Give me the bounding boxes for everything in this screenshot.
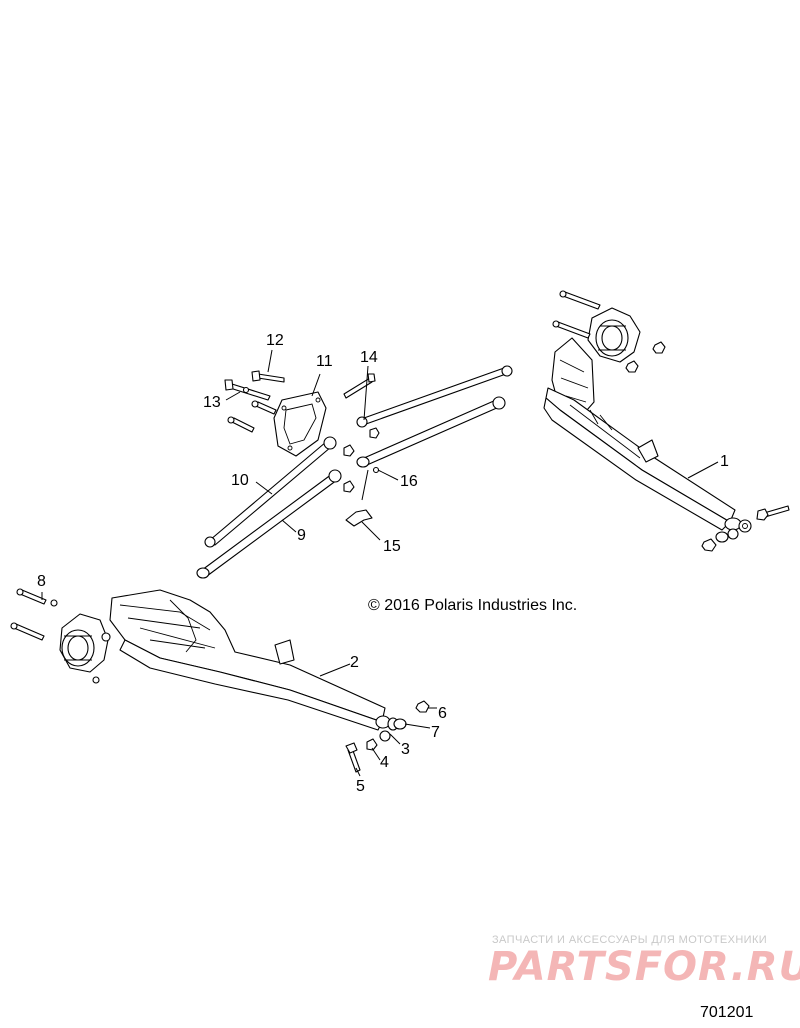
bolt-head [552,320,560,328]
bushing [379,730,391,742]
bolt [343,377,373,399]
nut [101,632,111,642]
watermark-tagline: ЗАПЧАСТИ И АКСЕССУАРЫ ДЛЯ МОТОТЕХНИКИ [492,934,768,946]
washer [393,718,407,730]
hardware-mid [224,370,380,527]
callout-8: 8 [37,573,46,590]
washer [372,466,380,474]
bolt [555,321,591,339]
nut [415,700,430,713]
bolt [257,373,285,383]
bolt [231,417,255,433]
nut [366,738,378,751]
bolt-head [756,508,769,521]
washer [242,386,250,394]
radius-rod-upper-left[interactable] [204,436,337,548]
radius-rod-upper-right[interactable] [356,365,513,428]
radius-rod-lower-right[interactable] [356,396,506,468]
nut [625,360,639,373]
nut [701,538,717,552]
bolt-head [224,379,234,391]
bolt-head [367,373,376,383]
bolt-head [559,290,567,298]
bearing-carrier-left[interactable] [59,613,109,673]
callout-5: 5 [356,778,365,795]
bolt-head [251,370,261,382]
bolt [562,291,601,310]
nut [343,480,355,493]
radius-rod-lower-left[interactable] [196,469,342,579]
callout-1: 1 [720,453,729,470]
mounting-plate[interactable] [273,391,327,457]
nut [369,427,380,439]
nut [92,676,100,684]
callout-9: 9 [297,527,306,544]
callout-11: 11 [316,353,333,370]
bolt [255,401,277,415]
bolt-head [227,416,235,424]
nut [343,444,355,457]
bolt [229,383,271,401]
bolt [13,623,45,641]
callout-14: 14 [360,349,378,366]
bolt-head [10,622,18,630]
washer [715,531,729,543]
drawing-id: 701201 [700,1004,754,1021]
callout-3: 3 [401,741,410,758]
callout-6: 6 [438,705,447,722]
callout-2: 2 [350,654,359,671]
bearing-carrier-right[interactable] [587,307,641,363]
callout-4: 4 [380,754,389,771]
callout-16: 16 [400,473,418,490]
bolt-head [251,400,259,408]
washer [50,599,58,607]
callout-10: 10 [231,472,249,489]
nut [652,341,666,354]
callout-12: 12 [266,332,284,349]
clip [345,509,373,527]
trailing-arm-right[interactable] [543,337,752,533]
trailing-arm-left[interactable] [109,589,399,731]
callout-13: 13 [203,394,221,411]
callout-7: 7 [431,724,440,741]
bolt-head [16,588,24,596]
hardware-right [552,290,790,552]
watermark-logo: PARTSFOR.RU [488,944,800,990]
bushing [727,528,739,540]
leader-lines [41,349,719,777]
bolt-head [345,742,358,754]
callout-labels: 1 2 3 4 5 6 7 8 9 10 11 12 13 14 15 16 [37,332,729,795]
copyright-notice: © 2016 Polaris Industries Inc. [368,597,578,614]
callout-15: 15 [383,538,401,555]
